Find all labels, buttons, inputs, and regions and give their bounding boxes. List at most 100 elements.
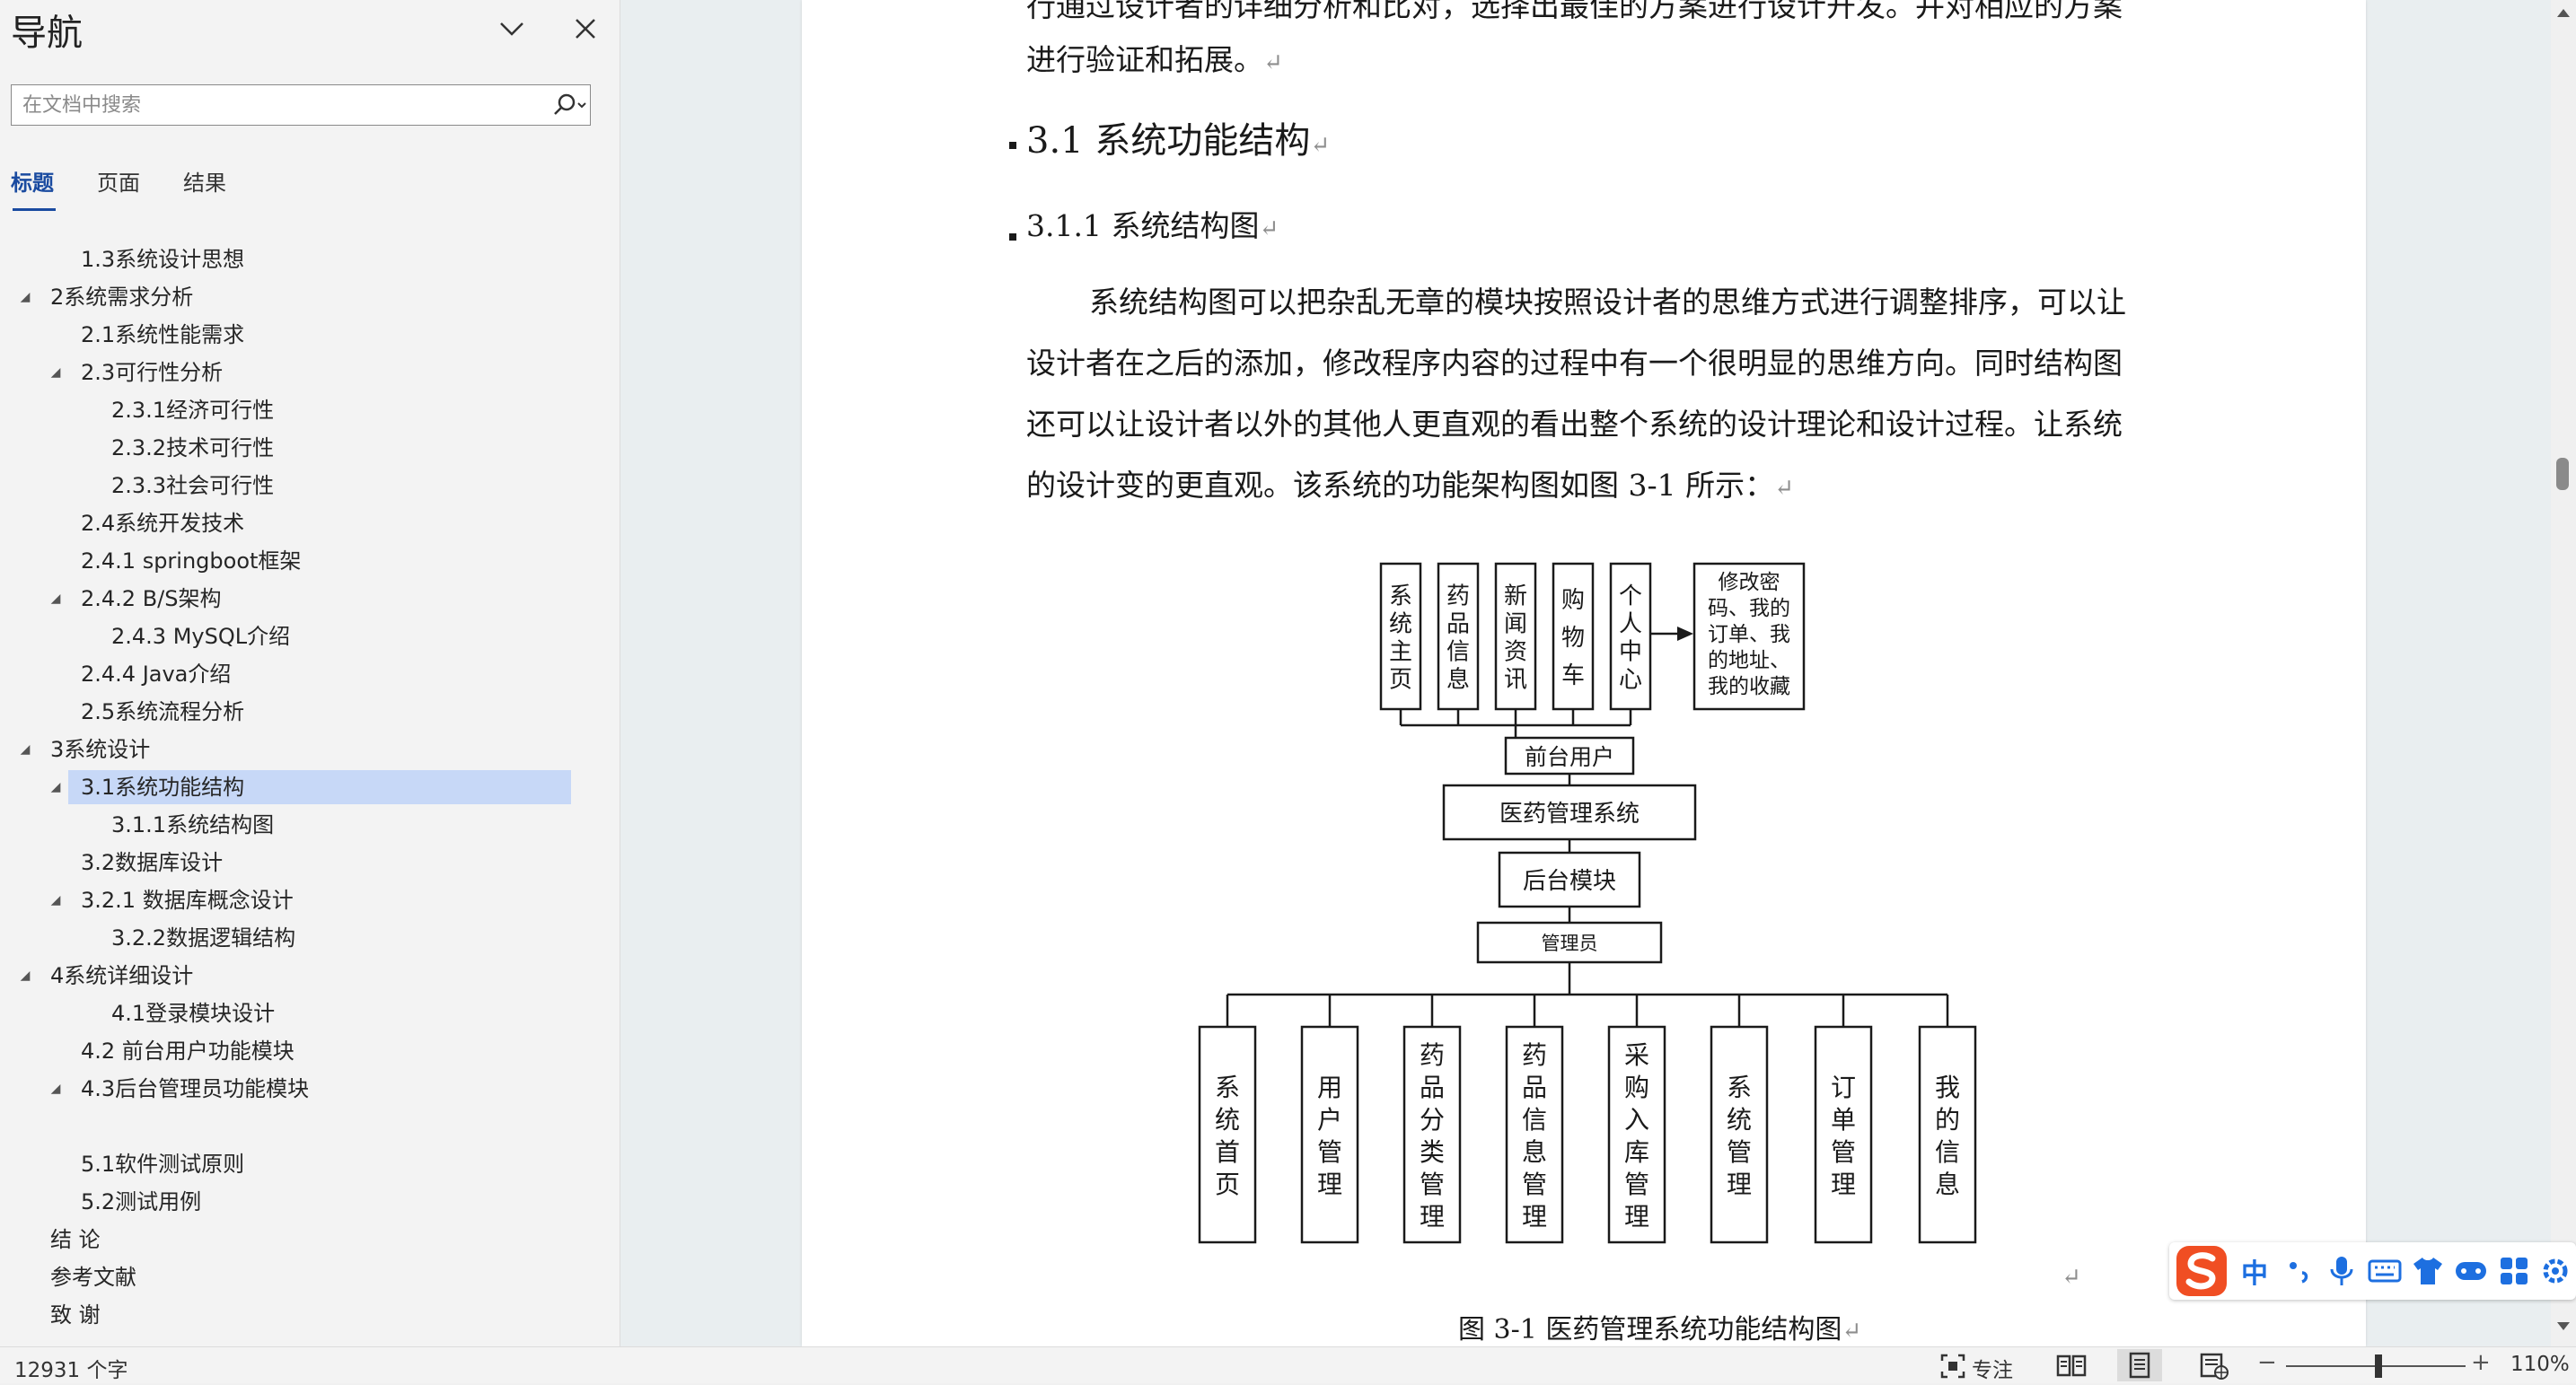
nav-heading-item[interactable]: ◢ 3.1系统功能结构: [0, 770, 620, 804]
personal-center-detail-text: 我的收藏: [1708, 675, 1790, 698]
expand-toggle-icon[interactable]: ◢: [50, 1082, 61, 1096]
skin-icon[interactable]: [2410, 1253, 2446, 1289]
tab-pages[interactable]: 页面: [97, 171, 140, 196]
front-user-box: [1504, 736, 1635, 776]
nav-heading-item[interactable]: 3.2数据库设计: [0, 846, 620, 880]
close-icon[interactable]: [569, 13, 602, 45]
nav-heading-item[interactable]: 2.4.3 MySQL介绍: [0, 619, 620, 653]
front-module-label: 药品信息: [1446, 583, 1470, 694]
focus-mode-label: 专注: [1972, 1359, 2013, 1382]
punctuation-icon[interactable]: [2281, 1253, 2317, 1289]
read-mode-button[interactable]: [2049, 1349, 2094, 1381]
web-layout-button[interactable]: [2191, 1349, 2236, 1381]
nav-heading-item[interactable]: 2.4.1 springboot框架: [0, 544, 620, 578]
body-text-line: 行通过设计者的详细分析和比对，选择出最佳的方案进行设计开发。并对相应的方案: [1026, 0, 2123, 23]
nav-heading-label: 3.2数据库设计: [81, 850, 224, 875]
front-module-box: [1609, 562, 1652, 711]
front-module-label: 系统主页: [1389, 583, 1412, 694]
figure-caption: 图 3-1 医药管理系统功能结构图↵: [1458, 1314, 1862, 1346]
system-box: [1442, 784, 1697, 841]
section-heading: 3.1 系统功能结构↵: [1026, 120, 1331, 162]
keyboard-icon[interactable]: [2367, 1253, 2403, 1289]
expand-toggle-icon[interactable]: ◢: [50, 592, 61, 606]
search-icon[interactable]: [549, 91, 588, 121]
nav-heading-label: 2.5系统流程分析: [81, 699, 245, 724]
nav-heading-label: 3.1.1系统结构图: [111, 812, 275, 837]
zoom-slider-thumb[interactable]: [2374, 1354, 2382, 1378]
nav-heading-label: 2.4.2 B/S架构: [81, 586, 222, 611]
expand-toggle-icon[interactable]: ◢: [20, 742, 31, 757]
zoom-level[interactable]: 110%: [2510, 1353, 2570, 1376]
structure-diagram: 系统主页药品信息新闻资讯购物车个人中心修改密码、我的订单、我的地址、我的收藏前台…: [1198, 562, 1977, 1244]
nav-heading-label: 1.3系统设计思想: [81, 247, 245, 272]
sogou-logo-icon[interactable]: [2173, 1242, 2230, 1300]
tab-headings[interactable]: 标题: [11, 171, 54, 196]
selected-highlight: [68, 770, 571, 804]
scroll-up-arrow-icon[interactable]: [2554, 5, 2572, 20]
toolbox-icon[interactable]: [2496, 1253, 2532, 1289]
nav-pane-title: 导航: [11, 13, 83, 54]
expand-toggle-icon[interactable]: ◢: [50, 893, 61, 907]
nav-heading-item[interactable]: 2.3.1经济可行性: [0, 393, 620, 427]
expand-toggle-icon[interactable]: ◢: [20, 969, 31, 983]
nav-heading-item[interactable]: 2.3.2技术可行性: [0, 431, 620, 465]
nav-heading-item[interactable]: 4.2 前台用户功能模块: [0, 1034, 620, 1068]
nav-heading-item[interactable]: 2.1系统性能需求: [0, 318, 620, 352]
nav-heading-item[interactable]: 4.1登录模块设计: [0, 996, 620, 1030]
expand-toggle-icon[interactable]: ◢: [50, 780, 61, 794]
nav-heading-label: 3.1系统功能结构: [81, 775, 245, 800]
zoom-in-button[interactable]: +: [2471, 1349, 2491, 1376]
back-module-box: [1814, 1025, 1873, 1244]
nav-heading-item[interactable]: 3.1.1系统结构图: [0, 808, 620, 842]
nav-heading-item[interactable]: ◢3系统设计: [0, 732, 620, 767]
nav-heading-item[interactable]: 5.1软件测试原则: [0, 1147, 620, 1181]
admin-label: 管理员: [1542, 933, 1598, 954]
paragraph-mark: ↵: [1842, 1318, 1862, 1345]
print-layout-button[interactable]: [2117, 1349, 2162, 1381]
nav-heading-item[interactable]: ◢4系统详细设计: [0, 959, 620, 993]
heading-bullet: [1009, 233, 1016, 241]
nav-heading-item[interactable]: ◢3.2.1 数据库概念设计: [0, 883, 620, 917]
nav-heading-label: 2.3.2技术可行性: [111, 435, 275, 460]
nav-heading-item[interactable]: 3.2.2数据逻辑结构: [0, 921, 620, 955]
body-text-line: 的设计变的更直观。该系统的功能架构图如图 3-1 所示：↵: [1026, 468, 1794, 503]
subsection-heading: 3.1.1 系统结构图↵: [1026, 208, 1279, 243]
game-icon[interactable]: [2453, 1253, 2489, 1289]
nav-heading-item[interactable]: 参考文献: [0, 1260, 620, 1294]
nav-heading-item[interactable]: 2.4系统开发技术: [0, 506, 620, 540]
expand-toggle-icon[interactable]: ◢: [50, 365, 61, 380]
nav-heading-label: 2.3.3社会可行性: [111, 473, 275, 498]
nav-heading-item[interactable]: [0, 1109, 620, 1144]
nav-heading-item[interactable]: 2.4.4 Java介绍: [0, 657, 620, 691]
ime-mode-toggle[interactable]: 中: [2241, 1258, 2268, 1290]
scroll-thumb[interactable]: [2556, 458, 2569, 490]
back-module-label: 系统管理: [1727, 1073, 1752, 1199]
nav-heading-item[interactable]: 5.2测试用例: [0, 1185, 620, 1219]
nav-heading-item[interactable]: ◢4.3后台管理员功能模块: [0, 1072, 620, 1106]
chevron-down-icon[interactable]: [496, 13, 528, 45]
nav-heading-label: 结 论: [50, 1227, 101, 1252]
nav-heading-label: 2.4.3 MySQL介绍: [111, 624, 291, 649]
nav-heading-item[interactable]: ◢2.3可行性分析: [0, 355, 620, 390]
ime-toolbar[interactable]: 中: [2169, 1242, 2576, 1300]
admin-box: [1476, 921, 1663, 964]
nav-heading-item[interactable]: 2.5系统流程分析: [0, 695, 620, 729]
nav-heading-item[interactable]: ◢2系统需求分析: [0, 280, 620, 314]
vertical-scrollbar[interactable]: [2551, 0, 2576, 1346]
zoom-out-button[interactable]: −: [2257, 1349, 2277, 1376]
settings-icon[interactable]: [2537, 1253, 2573, 1289]
search-input[interactable]: [12, 85, 554, 125]
personal-center-detail-text: 修改密: [1719, 571, 1780, 594]
nav-heading-item[interactable]: 致 谢: [0, 1298, 620, 1332]
backend-box: [1498, 851, 1641, 908]
nav-heading-item[interactable]: 1.3系统设计思想: [0, 242, 620, 276]
scroll-down-arrow-icon[interactable]: [2554, 1319, 2572, 1334]
word-count[interactable]: 12931 个字: [14, 1359, 128, 1382]
nav-heading-item[interactable]: 2.3.3社会可行性: [0, 469, 620, 503]
nav-heading-item[interactable]: ◢ 2.4.2 B/S架构: [0, 582, 620, 616]
tab-results[interactable]: 结果: [183, 171, 226, 196]
microphone-icon[interactable]: [2324, 1253, 2360, 1289]
expand-toggle-icon[interactable]: ◢: [20, 290, 31, 304]
nav-heading-item[interactable]: 结 论: [0, 1223, 620, 1257]
back-module-box: [1198, 1025, 1257, 1244]
